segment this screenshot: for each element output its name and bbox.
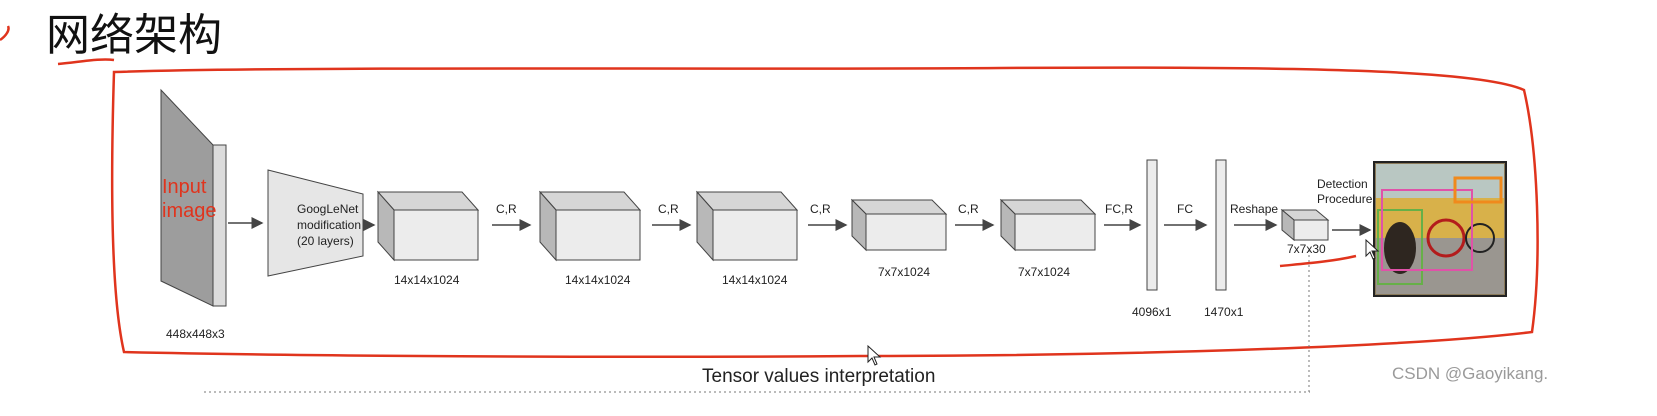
feature-block-5 bbox=[999, 198, 1097, 252]
detection-result-image bbox=[1373, 161, 1507, 297]
block-5-size: 7x7x1024 bbox=[1018, 265, 1071, 279]
arrow-label-1: C,R bbox=[496, 202, 517, 216]
fc-2-size: 1470x1 bbox=[1204, 305, 1244, 319]
googlenet-label-line-1: GoogLeNet bbox=[297, 202, 359, 216]
annotation-output-underline bbox=[1279, 254, 1357, 268]
mouse-cursor-icon-2 bbox=[1365, 238, 1380, 260]
arrow-label-4: C,R bbox=[958, 202, 979, 216]
feature-block-4 bbox=[850, 198, 948, 252]
block-3-size: 14x14x1024 bbox=[722, 273, 788, 287]
fc-layer-1470 bbox=[1215, 159, 1227, 291]
arrow-label-2: C,R bbox=[658, 202, 679, 216]
feature-block-2 bbox=[538, 190, 642, 262]
output-size-label: 7x7x30 bbox=[1287, 242, 1326, 256]
googlenet-label: GoogLeNet modification (20 layers) bbox=[297, 201, 389, 249]
annotation-outline bbox=[110, 66, 1539, 359]
mouse-cursor-icon bbox=[867, 344, 882, 366]
watermark: CSDN @Gaoyikang. bbox=[1392, 364, 1549, 383]
fc-1-size: 4096x1 bbox=[1132, 305, 1172, 319]
tensor-caption: Tensor values interpretation bbox=[702, 366, 936, 387]
fc-layer-4096 bbox=[1146, 159, 1158, 291]
page-title: 网络架构 bbox=[46, 10, 222, 61]
arrow-label-6: FC bbox=[1177, 202, 1193, 216]
annotation-title-underline bbox=[57, 58, 115, 66]
input-label-line-2: image bbox=[162, 200, 217, 222]
detection-label-line-2: Procedure bbox=[1317, 192, 1373, 206]
input-slab-edge bbox=[212, 144, 227, 307]
input-size-label: 448x448x3 bbox=[166, 327, 225, 341]
arrow-label-3: C,R bbox=[810, 202, 831, 216]
block-1-size: 14x14x1024 bbox=[394, 273, 460, 287]
arrow-label-5: FC,R bbox=[1105, 202, 1133, 216]
googlenet-trapezoid bbox=[267, 169, 364, 277]
feature-block-3 bbox=[695, 190, 799, 262]
input-label-line-1: Input bbox=[162, 176, 207, 198]
detection-label-line-1: Detection bbox=[1317, 177, 1368, 191]
googlenet-label-line-2: modification bbox=[297, 218, 362, 232]
output-block bbox=[1280, 208, 1330, 242]
feature-block-1 bbox=[376, 190, 480, 262]
block-2-size: 14x14x1024 bbox=[565, 273, 631, 287]
googlenet-label-line-3: (20 layers) bbox=[297, 234, 354, 248]
block-4-size: 7x7x1024 bbox=[878, 265, 931, 279]
annotation-corner-mark bbox=[0, 25, 10, 42]
arrow-label-7: Reshape bbox=[1230, 202, 1279, 216]
